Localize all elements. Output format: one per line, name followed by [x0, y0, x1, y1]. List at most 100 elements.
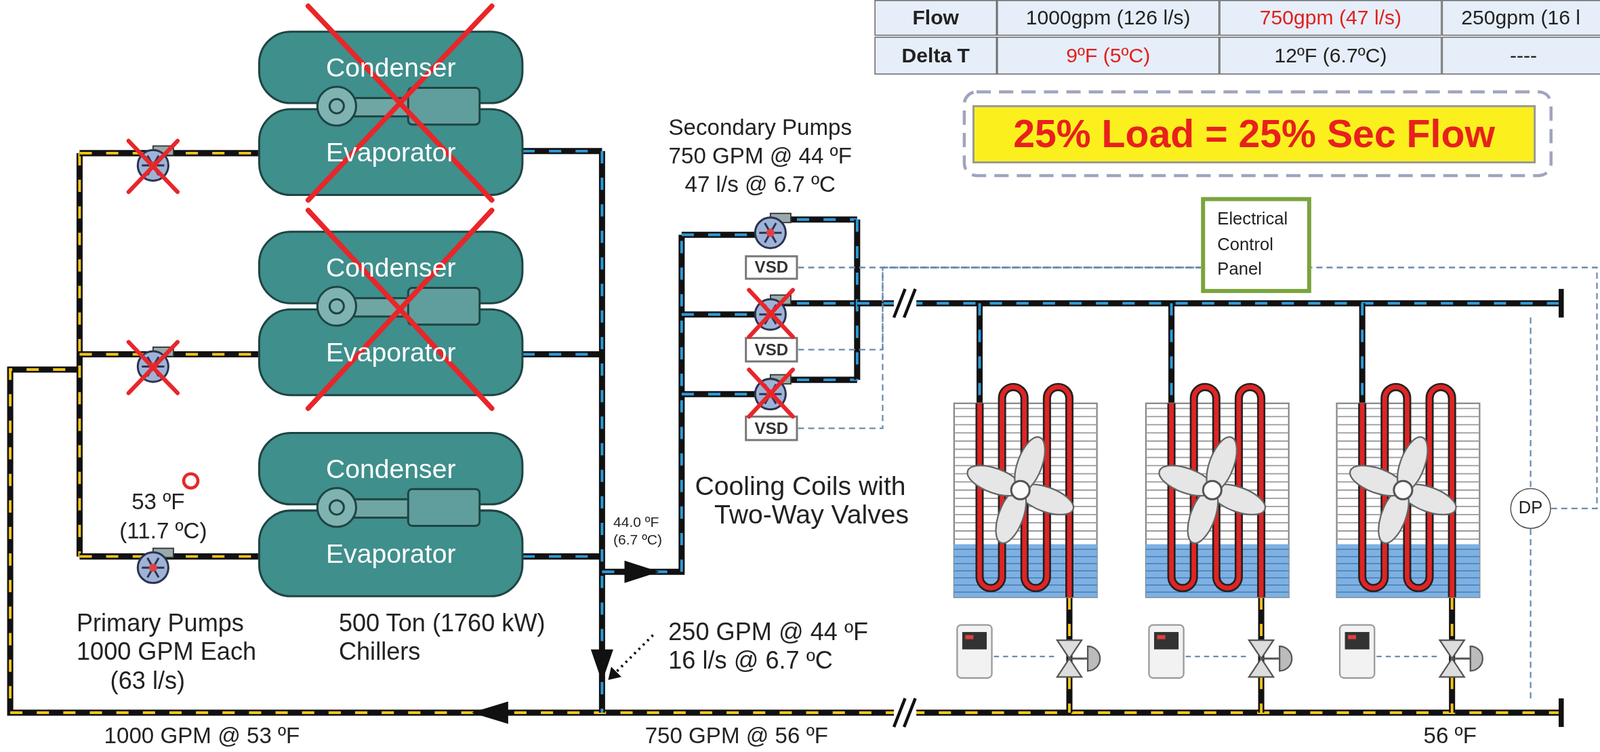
annotation: (63 l/s) — [110, 666, 186, 695]
annotation: Secondary Pumps — [668, 114, 852, 141]
annotation: Two-Way Valves — [714, 500, 909, 531]
banner-frame — [964, 92, 1552, 176]
pipe-flow-dash — [522, 353, 602, 356]
break-mark — [904, 288, 916, 318]
thermostat-screen — [962, 631, 987, 650]
annotation: Chillers — [338, 637, 421, 666]
valve-actuator — [1279, 645, 1292, 671]
compressor-volute — [317, 487, 356, 527]
valve-body — [1440, 658, 1465, 677]
pipe — [522, 552, 602, 560]
red-cross — [748, 290, 793, 337]
valve-body — [1057, 639, 1082, 659]
node-text: VSD — [754, 418, 789, 438]
break-gap — [893, 698, 917, 727]
break-mark — [904, 698, 916, 727]
red-cross — [748, 290, 793, 337]
compressor-volute — [329, 98, 344, 114]
annotation: Primary Pumps — [76, 607, 244, 637]
pipe — [522, 147, 602, 154]
red-cross — [308, 6, 492, 200]
pipe-cap — [1558, 288, 1565, 318]
node-text: Evaporator — [325, 336, 457, 368]
pump — [137, 552, 169, 583]
pipe-flow-dash — [1360, 302, 1364, 404]
marker-dot — [183, 473, 198, 488]
node-text: Evaporator — [325, 537, 457, 570]
thermostat-screen — [1345, 631, 1370, 650]
pipe-flow-dash — [978, 302, 982, 404]
fan-hub — [1011, 480, 1030, 499]
thermostat — [1339, 624, 1375, 678]
node-text: VSD — [754, 258, 789, 277]
thermostat — [1148, 624, 1184, 678]
thermostat-digit — [1157, 634, 1166, 640]
red-cross — [308, 210, 492, 408]
red-cross — [128, 341, 178, 393]
label-box: VSD — [744, 336, 798, 363]
control-wire — [797, 267, 1201, 429]
red-cross — [748, 369, 793, 417]
chiller-shell: Evaporator — [258, 108, 524, 196]
annotation: 16 l/s @ 6.7 ºC — [668, 645, 833, 675]
red-cross — [748, 369, 793, 417]
red-cross — [128, 140, 178, 192]
sensor-circle: DP — [1509, 487, 1551, 529]
table-cell: 750gpm (47 l/s) — [1219, 0, 1442, 36]
label-box: Electrical Control Panel — [1200, 197, 1312, 294]
pipe-flow-dash — [855, 219, 859, 380]
dp-sense-line — [1529, 317, 1531, 488]
thermostat-digit — [1347, 634, 1357, 640]
valve-body — [1248, 658, 1274, 677]
chiller-shell: Condenser — [258, 431, 524, 505]
node-text: DP — [1518, 498, 1544, 519]
break-mark — [893, 698, 906, 727]
node-text: Electrical Control Panel — [1217, 207, 1295, 283]
fan-hub — [1393, 480, 1413, 499]
pipe-flow-dash — [601, 234, 682, 572]
break-mark — [893, 288, 906, 318]
compressor-pipe — [351, 498, 411, 518]
node-text: 25% Load = 25% Sec Flow — [1013, 112, 1495, 157]
pump-hub — [766, 228, 775, 237]
control-wire — [1311, 267, 1598, 509]
pipe-flow-dash — [10, 369, 1562, 713]
compressor-motor — [407, 488, 480, 526]
red-cross — [128, 140, 178, 192]
pipe — [599, 151, 606, 713]
annotation: 500 Ton (1760 kW) — [338, 607, 546, 637]
annotation: 47 l/s @ 6.7 ºC — [685, 171, 836, 198]
chiller-shell: Condenser — [258, 230, 524, 304]
compressor-volute — [317, 86, 356, 126]
annotation: 750 GPM @ 44 ºF — [668, 142, 852, 169]
table-cell: Flow — [874, 0, 997, 36]
pipe — [522, 351, 602, 358]
break-gap — [893, 288, 917, 318]
annotation: (6.7 ºC) — [613, 530, 663, 547]
pipe — [1168, 302, 1175, 404]
annotation: 1000 GPM Each — [76, 637, 257, 666]
label-box: VSD — [744, 254, 798, 280]
coil-water-line — [954, 591, 1098, 593]
control-wire — [1376, 655, 1437, 657]
compressor-motor — [407, 87, 480, 125]
pipe — [10, 369, 1562, 713]
pipe-flow-dash — [1170, 302, 1174, 404]
leader-line — [615, 634, 654, 673]
node-text: Condenser — [325, 452, 457, 485]
pipe-cap — [1558, 698, 1565, 727]
fan-hub — [1202, 480, 1222, 499]
coil-water-line — [1145, 591, 1289, 593]
annotation: 1000 GPM @ 53 ºF — [104, 722, 301, 749]
node-text: Condenser — [325, 251, 457, 284]
valve-body — [1057, 658, 1082, 677]
compressor-volute — [317, 286, 356, 326]
table-cell: ---- — [1442, 36, 1600, 75]
annotation: 44.0 ºF — [613, 513, 659, 530]
annotation: 53 ºF — [131, 488, 185, 515]
red-cross — [308, 210, 492, 408]
control-wire — [797, 267, 1201, 350]
compressor-motor — [407, 288, 480, 325]
annotation: 750 GPM @ 56 ºF — [645, 722, 829, 749]
